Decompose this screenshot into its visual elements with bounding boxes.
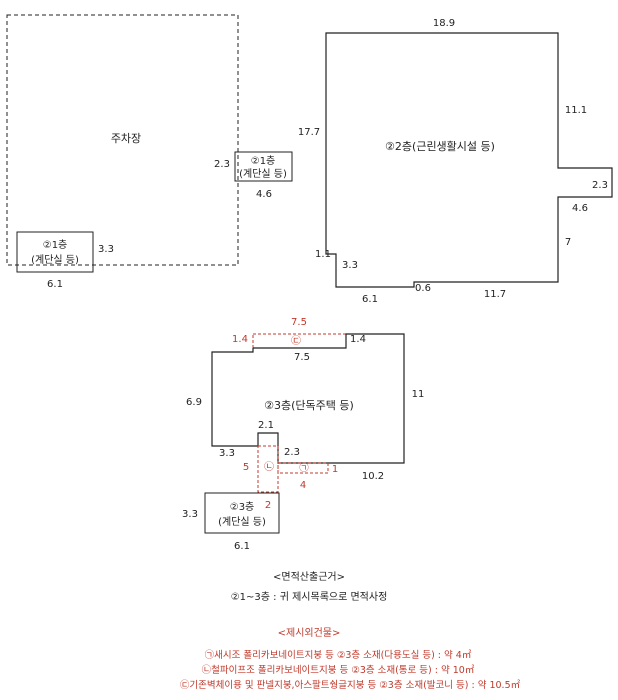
marker-a-icon: ㉠ <box>299 463 309 474</box>
floor2-dim-notch: 0.6 <box>415 283 431 294</box>
floor2-dim-left-bottom: 6.1 <box>362 294 378 305</box>
floor3-stair-width: 6.1 <box>234 541 250 552</box>
floor2-dim-left-step: 3.3 <box>342 260 358 271</box>
floor3-dim-top: 7.5 <box>294 352 310 363</box>
floor3-dim-right-top: 1.4 <box>350 334 366 345</box>
parking-outline <box>6 14 239 266</box>
excluded-note-2: ㉡철파이프조 폴리카보네이트지붕 등 ②3층 소재(통로 등) : 약 10㎡ <box>202 664 475 676</box>
annex-1f-width: 6.1 <box>47 279 63 290</box>
floor3-stair-height: 3.3 <box>182 509 198 520</box>
marker-c-icon: ㉢ <box>291 335 301 347</box>
annex-side-box <box>234 151 293 182</box>
floor3-red-dim-2: 2 <box>265 500 271 511</box>
floor2-dim-step1: 2.3 <box>592 180 608 191</box>
floor3-stair-box <box>204 492 280 534</box>
floor2-dim-right-upper: 11.1 <box>565 105 587 116</box>
floor3-dim-left: 6.9 <box>186 397 202 408</box>
basis-text: ②1~3층 : 귀 제시목록으로 면적사정 <box>231 591 388 603</box>
floor2-dim-right-lower: 7 <box>565 237 571 248</box>
floor3-dim-notch-left: 3.3 <box>219 448 235 459</box>
floor3-outline <box>211 333 405 464</box>
annex-side-height: 2.3 <box>214 159 230 170</box>
floor3-dim-bottom-right: 10.2 <box>362 471 384 482</box>
floor2-dim-left-small: 1.1 <box>315 249 331 260</box>
annex-1f-height: 3.3 <box>98 244 114 255</box>
floor2-dim-left: 17.7 <box>298 127 320 138</box>
floor3-dim-notch-top: 2.1 <box>258 420 274 431</box>
floor2-dim-bottom: 11.7 <box>484 289 506 300</box>
excluded-note-3: ㉢기존벽체이용 및 판넬지붕,아스팔트쉉글지붕 등 ②3층 소재(발코니 등) … <box>180 679 521 691</box>
floor2-label: ②2층(근린생활시설 등) <box>385 139 495 153</box>
annex-1f-line2: (계단실 등) <box>31 254 79 266</box>
floor3-dim-right: 11 <box>412 389 425 400</box>
floor2-dim-step2: 4.6 <box>572 203 588 214</box>
floor3-stair-line2: (계단실 등) <box>218 516 266 528</box>
annex-side-line1: ②1층 <box>251 155 276 167</box>
floor3-passage-red <box>257 445 279 493</box>
floor2-dim-top: 18.9 <box>433 18 455 29</box>
floor3-red-dim-1: 1 <box>332 464 338 475</box>
floor3-utility-red <box>277 462 329 474</box>
annex-side-width: 4.6 <box>256 189 272 200</box>
floor3-stair-line1: ②3층 <box>230 501 255 513</box>
excluded-note-1: ㉠새시조 폴리카보네이트지붕 등 ②3층 소재(다용도실 등) : 약 4㎡ <box>205 649 472 661</box>
marker-b-icon: ㉡ <box>264 461 274 473</box>
floor3-red-dim-top: 7.5 <box>291 317 307 328</box>
excluded-title: <제시외건물> <box>278 627 341 639</box>
floor3-red-dim-4: 4 <box>300 480 306 491</box>
annex-side-line2: (계단실 등) <box>239 168 287 180</box>
floor3-red-dim-5: 5 <box>243 462 249 473</box>
floor3-label: ②3층(단독주택 등) <box>264 399 354 412</box>
annex-1f-box <box>16 231 94 273</box>
floor3-red-dim-left: 1.4 <box>232 334 248 345</box>
floor3-dim-notch-depth: 2.3 <box>284 447 300 458</box>
floor2-outline <box>325 32 613 288</box>
parking-label: 주차장 <box>111 132 141 145</box>
basis-title: <면적산출근거> <box>273 571 345 583</box>
annex-1f-line1: ②1층 <box>43 239 68 251</box>
